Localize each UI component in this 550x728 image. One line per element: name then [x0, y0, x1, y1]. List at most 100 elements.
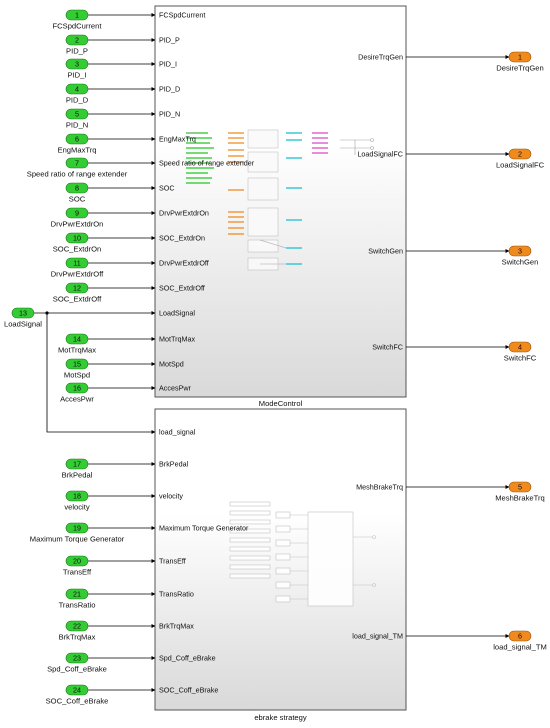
outport-5[interactable]: 5 — [508, 481, 532, 493]
inport-14[interactable]: 14 — [65, 333, 89, 345]
inport-label-8: SOC — [69, 195, 86, 204]
outport-6-number: 6 — [518, 632, 522, 641]
mode-control-output-2: LoadSignalFC — [357, 150, 403, 159]
inport-23-number: 23 — [73, 654, 81, 663]
inport-label-11: DrvPwrExtdrOff — [51, 270, 104, 279]
ebrake-input-3: velocity — [159, 492, 183, 501]
mode-control-thumbnail — [186, 129, 374, 271]
mode-control-input-7: Speed ratio of range extender — [159, 159, 255, 168]
inport-18[interactable]: 18 — [65, 490, 89, 502]
inport-21[interactable]: 21 — [65, 588, 89, 600]
outport-label-1: DesireTrqGen — [496, 64, 543, 73]
ebrake-strategy-block[interactable] — [154, 408, 407, 711]
mode-control-output-1: DesireTrqGen — [358, 53, 403, 62]
outport-1[interactable]: 1 — [508, 51, 532, 63]
inport-9[interactable]: 9 — [65, 207, 89, 219]
inport-label-19: Maximum Torque Generator — [30, 535, 125, 544]
inport-label-6: EngMaxTrq — [58, 146, 97, 155]
inport-11[interactable]: 11 — [65, 257, 89, 269]
inport-16[interactable]: 16 — [65, 382, 89, 394]
outport-label-5: MeshBrakeTrq — [495, 494, 545, 503]
inport-5[interactable]: 5 — [65, 108, 89, 120]
inport-16-number: 16 — [73, 384, 81, 393]
inport-label-23: Spd_Coff_eBrake — [47, 665, 107, 674]
mode-control-input-8: SOC — [159, 184, 175, 193]
mode-control-block[interactable] — [154, 5, 407, 398]
inport-7-number: 7 — [75, 159, 79, 168]
inport-label-20: TransEff — [63, 568, 92, 577]
outport-4[interactable]: 4 — [508, 341, 532, 353]
inport-24[interactable]: 24 — [65, 684, 89, 696]
mode-control-input-14: MotTrqMax — [159, 335, 195, 344]
outport-label-6: load_signal_TM — [493, 643, 547, 652]
inport-1[interactable]: 1 — [65, 9, 89, 21]
inport-15-number: 15 — [73, 360, 81, 369]
ebrake-output-2: load_signal_TM — [352, 632, 403, 641]
ebrake-input-8: Spd_Coff_eBrake — [159, 654, 216, 663]
inport-20[interactable]: 20 — [65, 555, 89, 567]
inport-label-7: Speed ratio of range extender — [27, 170, 128, 179]
ebrake-input-5: TransEff — [159, 557, 186, 566]
inport-2[interactable]: 2 — [65, 34, 89, 46]
mode-control-input-15: MotSpd — [159, 360, 184, 369]
inport-label-13: LoadSignal — [4, 320, 42, 329]
inport-4-number: 4 — [75, 85, 79, 94]
ebrake-input-7: BrkTrqMax — [159, 622, 194, 631]
inport-10[interactable]: 10 — [65, 232, 89, 244]
ebrake-input-1: load_signal — [159, 428, 196, 437]
inport-11-number: 11 — [73, 259, 80, 268]
mode-control-input-1: FCSpdCurrent — [159, 11, 205, 20]
ebrake-input-4: Maximum Torque Generator — [159, 524, 249, 533]
inport-21-number: 21 — [73, 590, 81, 599]
inport-5-number: 5 — [75, 110, 79, 119]
ebrake-title: ebrake strategy — [254, 713, 307, 722]
inport-13[interactable]: 13 — [11, 307, 35, 319]
inport-label-24: SOC_Coff_eBrake — [46, 697, 109, 706]
signal-lines — [34, 13, 510, 692]
inport-4[interactable]: 4 — [65, 83, 89, 95]
inport-12-number: 12 — [73, 284, 81, 293]
inport-23[interactable]: 23 — [65, 652, 89, 664]
inport-label-14: MotTrqMax — [58, 346, 96, 355]
inport-6[interactable]: 6 — [65, 133, 89, 145]
mode-control-input-4: PID_D — [159, 85, 180, 94]
inport-label-17: BrkPedal — [62, 471, 93, 480]
outport-label-3: SwitchGen — [502, 258, 539, 267]
inport-3[interactable]: 3 — [65, 58, 89, 70]
mode-control-input-2: PID_P — [159, 36, 180, 45]
inport-label-10: SOC_ExtdrOn — [53, 245, 102, 254]
inport-17[interactable]: 17 — [65, 458, 89, 470]
inport-8-number: 8 — [75, 184, 79, 193]
inport-2-number: 2 — [75, 36, 79, 45]
inport-22[interactable]: 22 — [65, 620, 89, 632]
inport-19-number: 19 — [73, 524, 81, 533]
inport-label-4: PID_D — [66, 96, 89, 105]
inport-20-number: 20 — [73, 557, 81, 566]
mode-control-output-3: SwitchGen — [368, 247, 403, 256]
inport-label-3: PID_I — [68, 71, 87, 80]
inport-3-number: 3 — [75, 60, 79, 69]
outport-4-number: 4 — [518, 343, 522, 352]
mode-control-input-5: PID_N — [159, 110, 180, 119]
inport-19[interactable]: 19 — [65, 522, 89, 534]
inport-12[interactable]: 12 — [65, 282, 89, 294]
inport-label-9: DrvPwrExtdrOn — [51, 220, 104, 229]
ebrake-input-2: BrkPedal — [159, 460, 189, 469]
mode-control-input-6: EngMaxTrq — [159, 135, 196, 144]
inport-label-22: BrkTrqMax — [59, 633, 96, 642]
inport-15[interactable]: 15 — [65, 358, 89, 370]
inport-17-number: 17 — [73, 460, 81, 469]
outport-5-number: 5 — [518, 483, 522, 492]
outport-2[interactable]: 2 — [508, 148, 532, 160]
outport-label-4: SwitchFC — [504, 354, 537, 363]
ebrake-thumbnail — [229, 501, 376, 607]
inport-18-number: 18 — [73, 492, 81, 501]
inport-6-number: 6 — [75, 135, 79, 144]
outport-6[interactable]: 6 — [508, 630, 532, 642]
mode-control-input-16: AccesPwr — [159, 384, 192, 393]
inport-8[interactable]: 8 — [65, 182, 89, 194]
outport-3[interactable]: 3 — [508, 245, 532, 257]
inport-7[interactable]: 7 — [65, 157, 89, 169]
inport-13-number: 13 — [19, 309, 27, 318]
inport-22-number: 22 — [73, 622, 81, 631]
